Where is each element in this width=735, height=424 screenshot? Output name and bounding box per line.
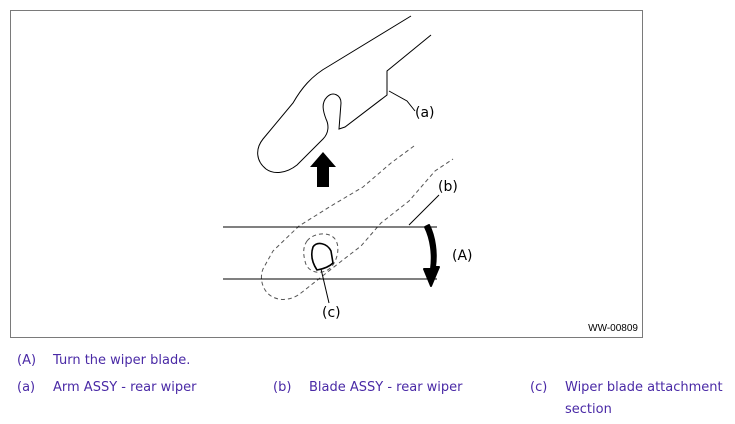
legend-key-b: (b) xyxy=(273,380,292,395)
wiper-drawing xyxy=(223,15,454,304)
blade-assembly-outline xyxy=(260,145,454,300)
legend-text-c-line1: Wiper blade attachment xyxy=(565,380,723,395)
attachment-dashed-lobe xyxy=(303,233,339,273)
wiper-arm-outline xyxy=(257,15,432,173)
legend-text-c-line2: section xyxy=(565,402,612,417)
legend-key-A: (A) xyxy=(17,353,37,368)
callout-c: (c) xyxy=(322,305,341,321)
legend-text-A: Turn the wiper blade. xyxy=(53,353,191,368)
lift-arrow xyxy=(310,152,336,187)
callout-A: (A) xyxy=(452,248,473,264)
rotation-arrow xyxy=(423,224,440,287)
callout-b: (b) xyxy=(438,179,458,195)
figure-code: WW-00809 xyxy=(588,323,638,334)
leader-line-a xyxy=(388,90,416,112)
legend-text-a: Arm ASSY - rear wiper xyxy=(53,380,197,395)
legend-key-c: (c) xyxy=(530,380,548,395)
leader-line-b xyxy=(408,194,440,226)
leader-line-c xyxy=(320,268,330,304)
wiper-illustration: (a) (b) (A) (c) WW-00809 xyxy=(10,10,643,338)
attachment-section-shape xyxy=(311,242,334,271)
legend-text-b: Blade ASSY - rear wiper xyxy=(309,380,463,395)
callout-a: (a) xyxy=(415,105,435,121)
legend-key-a: (a) xyxy=(17,380,36,395)
